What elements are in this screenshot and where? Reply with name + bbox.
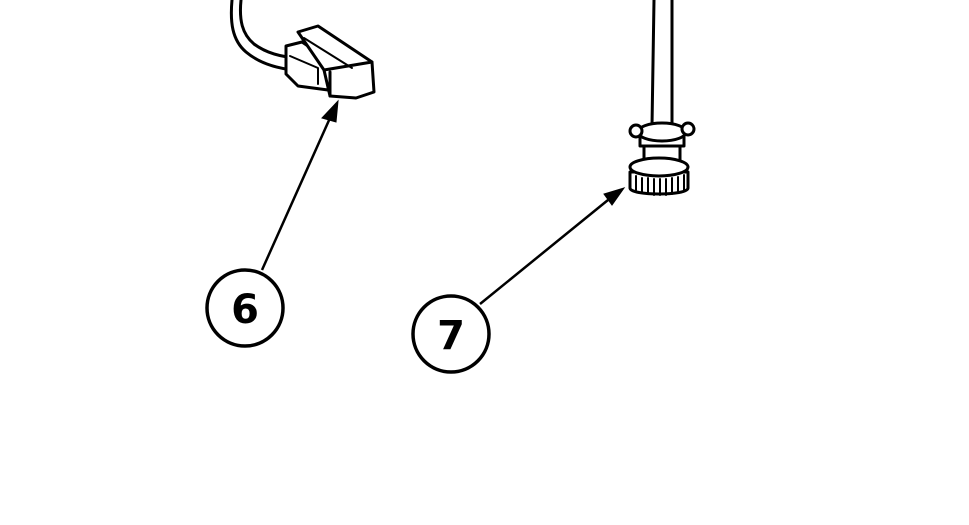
hose-clamp	[628, 121, 696, 148]
callout-6-circle	[205, 268, 285, 348]
callout-7-circle	[411, 294, 491, 374]
callout-6: 6	[205, 268, 285, 348]
callout-7: 7	[411, 294, 491, 374]
leader-arrow-6	[260, 99, 339, 271]
leader-arrow-7	[479, 187, 626, 305]
knurled-nut	[628, 156, 690, 196]
fitting-tube	[650, 0, 656, 128]
callout-6-label: 6	[231, 287, 259, 333]
callout-7-label: 7	[437, 313, 465, 359]
connector-cable	[229, 0, 296, 72]
connector-body	[296, 24, 376, 100]
knurled-fitting-part	[628, 0, 696, 196]
connector-plug-part	[229, 0, 376, 100]
connector-cable-edge	[238, 0, 300, 60]
